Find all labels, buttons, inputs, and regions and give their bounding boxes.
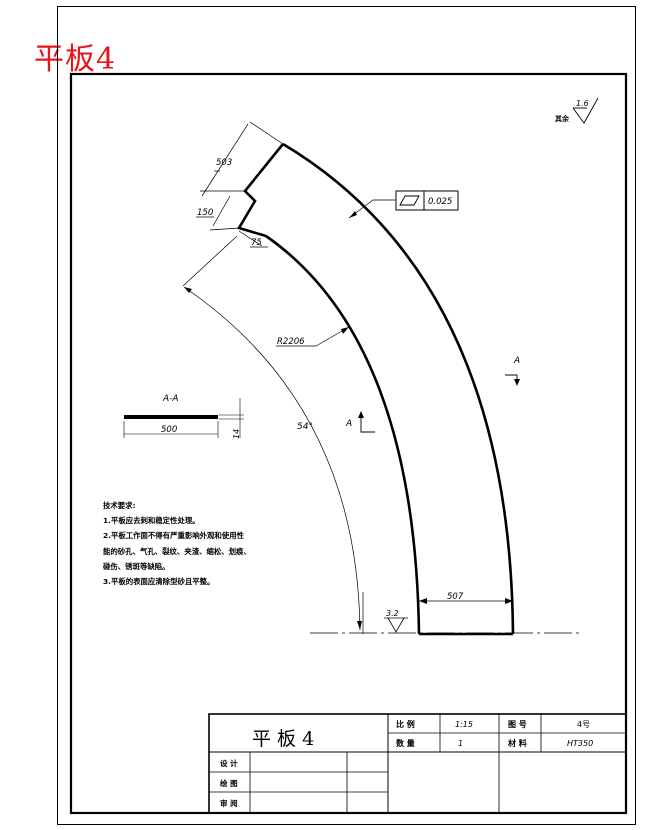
- section-mark-right-label: A: [513, 356, 520, 366]
- material-label: 材 料: [508, 738, 527, 748]
- scale-label: 比 例: [396, 719, 415, 729]
- note-line: 3.平板的表面应清除型砂且平整。: [103, 577, 215, 587]
- outer-border: [57, 6, 636, 825]
- title-block-name: 平 板 4: [252, 728, 314, 750]
- note-line: 1.平板应去刺和稳定性处理。: [103, 516, 200, 526]
- dim-step-width-value: 75: [251, 238, 262, 248]
- section-mark-left: A: [345, 411, 375, 433]
- note-line: 能的砂孔、气孔、裂纹、夹渣、缩松、划痕、: [103, 546, 251, 556]
- section-view-title: A-A: [162, 394, 179, 404]
- dim-bottom-width-value: 507: [447, 592, 464, 602]
- dim-step-depth: 150: [196, 195, 240, 231]
- section-view-thickness: 14: [232, 429, 241, 439]
- plate-outer-arc: [282, 142, 515, 635]
- dim-step-width: 75: [238, 230, 268, 248]
- scale-value: 1:15: [455, 720, 473, 729]
- technical-notes: 技术要求: 1.平板应去刺和稳定性处理。 2.平板工作面不得有严重影响外观和使用…: [103, 498, 251, 589]
- flatness-value: 0.025: [428, 197, 452, 207]
- roughness-symbol-bottom: 3.2: [384, 609, 408, 633]
- note-line: 碰伤、锈斑等缺陷。: [103, 561, 170, 571]
- dim-radius-value: R2206: [277, 337, 305, 347]
- dim-step-depth-value: 150: [197, 208, 213, 218]
- dim-angle-value: 54°: [297, 422, 313, 432]
- roughness-general-value: 1.6: [576, 99, 589, 108]
- dim-outer-top-value: 503: [216, 158, 232, 168]
- notes-title: 技术要求:: [103, 501, 136, 510]
- quantity-value: 1: [458, 739, 463, 748]
- dim-angle: 54°: [182, 235, 364, 634]
- plate-step-notch: [237, 143, 285, 238]
- roughness-bottom-value: 3.2: [386, 609, 399, 618]
- section-view-aa: A-A 500 14: [123, 394, 244, 439]
- section-mark-left-label: A: [345, 419, 352, 429]
- inner-frame: [69, 72, 628, 815]
- plate-inner-arc: [265, 234, 421, 635]
- dim-bottom-width: 507: [419, 592, 513, 604]
- roughness-symbol-general: 1.6 其余: [555, 97, 599, 124]
- drafter-label: 绘 图: [220, 778, 238, 788]
- quantity-label: 数 量: [396, 738, 415, 748]
- section-mark-right: A: [505, 356, 520, 386]
- material-value: HT350: [567, 739, 593, 748]
- dim-radius: R2206: [276, 326, 350, 347]
- reviewer-label: 审 阅: [220, 798, 238, 808]
- roughness-general-note: 其余: [555, 114, 570, 123]
- designer-label: 设 计: [220, 758, 238, 768]
- page-label: 平板4: [34, 42, 117, 77]
- title-block: [208, 713, 627, 814]
- note-line: 2.平板工作面不得有严重影响外观和使用性: [103, 531, 244, 541]
- drawing-no-value: 4号: [577, 720, 590, 729]
- flatness-tolerance: 0.025: [348, 190, 459, 219]
- drawing-no-label: 图 号: [508, 720, 527, 729]
- section-view-length: 500: [161, 425, 177, 435]
- dim-outer-top: 503: [200, 121, 284, 197]
